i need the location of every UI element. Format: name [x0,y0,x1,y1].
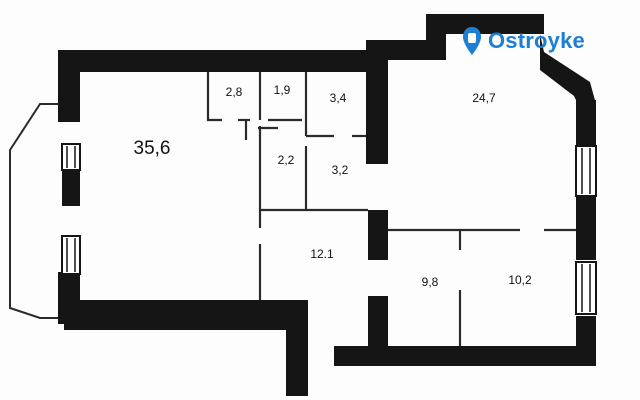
pillar-left [62,170,80,206]
right-windows [575,145,597,315]
wall-diagonal-corner [540,34,596,104]
bay-window [9,103,58,319]
label-closet-a: 2,8 [226,85,243,99]
bay-window-frames [61,143,81,275]
label-bathroom: 3,4 [330,91,347,105]
window-left-upper [61,143,81,171]
outer-walls [58,14,596,396]
wall-top-right [426,14,544,34]
bay-window-outline [9,103,58,319]
window-right-upper [575,145,597,197]
label-wc: 1,9 [274,83,291,97]
label-room-right: 10,2 [508,273,532,287]
wall-left-upper [58,50,80,122]
logo-text: Ostroyke [488,28,585,53]
wall-right-middle [576,196,596,260]
label-room-small: 9,8 [422,275,439,289]
wall-bottom-left [64,300,308,330]
wall-top-step [366,40,436,60]
ostroyke-logo: Ostroyke [462,24,585,58]
wall-inner-bottom [368,296,388,354]
label-bedroom-large: 24,7 [472,91,496,105]
wall-top-left [58,50,388,72]
label-hall: 12.1 [310,247,334,261]
wall-left-lower [58,272,80,324]
label-storage: 3,2 [332,163,349,177]
wall-inner-vertical [366,66,388,164]
wall-bottom-right [334,346,596,366]
wall-inner-mid [368,210,388,260]
wall-right-upper [576,100,596,146]
room-labels: 35,6 2,8 1,9 3,4 2,2 3,2 24,7 12.1 9,8 1… [134,83,532,289]
logo-pin-icon [463,27,481,55]
label-living-room: 35,6 [134,138,171,159]
wall-bottom-left-down [286,300,308,396]
label-corridor-small: 2,2 [278,153,295,167]
partition-closet-a-left [206,72,222,122]
partitions [206,72,576,346]
window-left-lower [61,235,81,275]
window-right-lower [575,261,597,315]
